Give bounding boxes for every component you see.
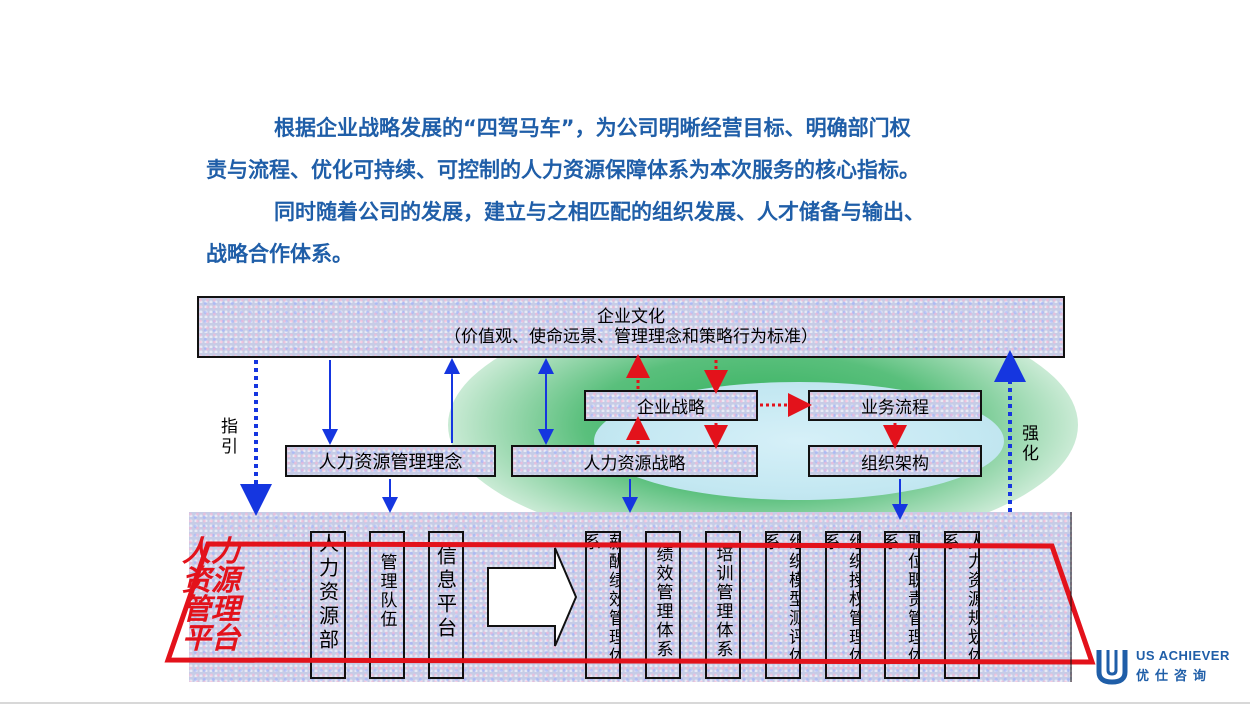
column-training-text: 培训管理体系 — [712, 545, 733, 659]
column-performance-system: 绩效管理体系 — [645, 531, 681, 679]
culture-subtitle: （价值观、使命远景、管理理念和策略行为标准） — [444, 327, 818, 347]
culture-title: 企业文化 — [597, 307, 665, 327]
column-performance-text: 绩效管理体系 — [652, 545, 673, 659]
intro-paragraph-2: 同时随着公司的发展，建立与之相匹配的组织发展、人才储备与输出、 战略合作体系。 — [206, 191, 1026, 275]
platform-line-3: 管理 — [182, 592, 241, 626]
hr-philosophy-label: 人力资源管理理念 — [318, 452, 463, 473]
intro-paragraph-1: 根据企业战略发展的“四驾马车”，为公司明晰经营目标、明确部门权 责与流程、优化可… — [206, 107, 1026, 191]
platform-line-1: 人力 — [182, 534, 241, 568]
hr-strategy-box: 人力资源战略 — [511, 445, 758, 477]
big-right-arrow-icon — [487, 547, 578, 647]
logo-cn-text: 优仕咨询 — [1136, 668, 1213, 683]
platform-line-4: 平台 — [182, 621, 241, 655]
intro-p1-line2: 责与流程、优化可持续、可控制的人力资源保障体系为本次服务的核心指标。 — [206, 158, 920, 182]
logo-en-text: US ACHIEVER — [1136, 648, 1230, 663]
us-achiever-logo: US ACHIEVER 优仕咨询 — [1096, 646, 1230, 686]
org-structure-label: 组织架构 — [861, 453, 929, 474]
corporate-strategy-box: 企业战略 — [584, 390, 758, 421]
column-hr-department-text: 人力资源部 — [315, 533, 340, 653]
column-training-system: 培训管理体系 — [705, 531, 741, 679]
org-structure-box: 组织架构 — [808, 445, 982, 477]
intro-p2-line2: 战略合作体系。 — [206, 242, 353, 266]
bottom-divider — [0, 702, 1250, 704]
column-hr-department: 人力资源部 — [310, 531, 346, 679]
intro-p2-line1: 同时随着公司的发展，建立与之相匹配的组织发展、人才储备与输出、 — [274, 200, 925, 224]
business-process-box: 业务流程 — [808, 390, 982, 421]
column-info-platform: 信息平台 — [428, 531, 464, 679]
column-management-team: 管理队伍 — [369, 531, 405, 679]
business-process-label: 业务流程 — [861, 398, 929, 418]
guide-label: 指引 — [221, 417, 238, 457]
corporate-strategy-label: 企业战略 — [637, 398, 705, 418]
column-management-team-text: 管理队伍 — [376, 553, 397, 629]
platform-red-outline — [164, 541, 1096, 665]
hr-platform-panel — [189, 512, 1072, 682]
hr-philosophy-box: 人力资源管理理念 — [285, 445, 496, 477]
hr-strategy-label: 人力资源战略 — [583, 453, 686, 474]
hr-platform-label: 人力 资源 管理 平台 — [182, 537, 240, 653]
us-achiever-logo-icon — [1096, 650, 1128, 685]
corporate-culture-box: 企业文化 （价值观、使命远景、管理理念和策略行为标准） — [197, 296, 1065, 358]
intro-p1-line1: 根据企业战略发展的“四驾马车”，为公司明晰经营目标、明确部门权 — [274, 116, 911, 140]
column-info-platform-text: 信息平台 — [433, 545, 458, 641]
strengthen-label: 强化 — [1022, 424, 1039, 464]
